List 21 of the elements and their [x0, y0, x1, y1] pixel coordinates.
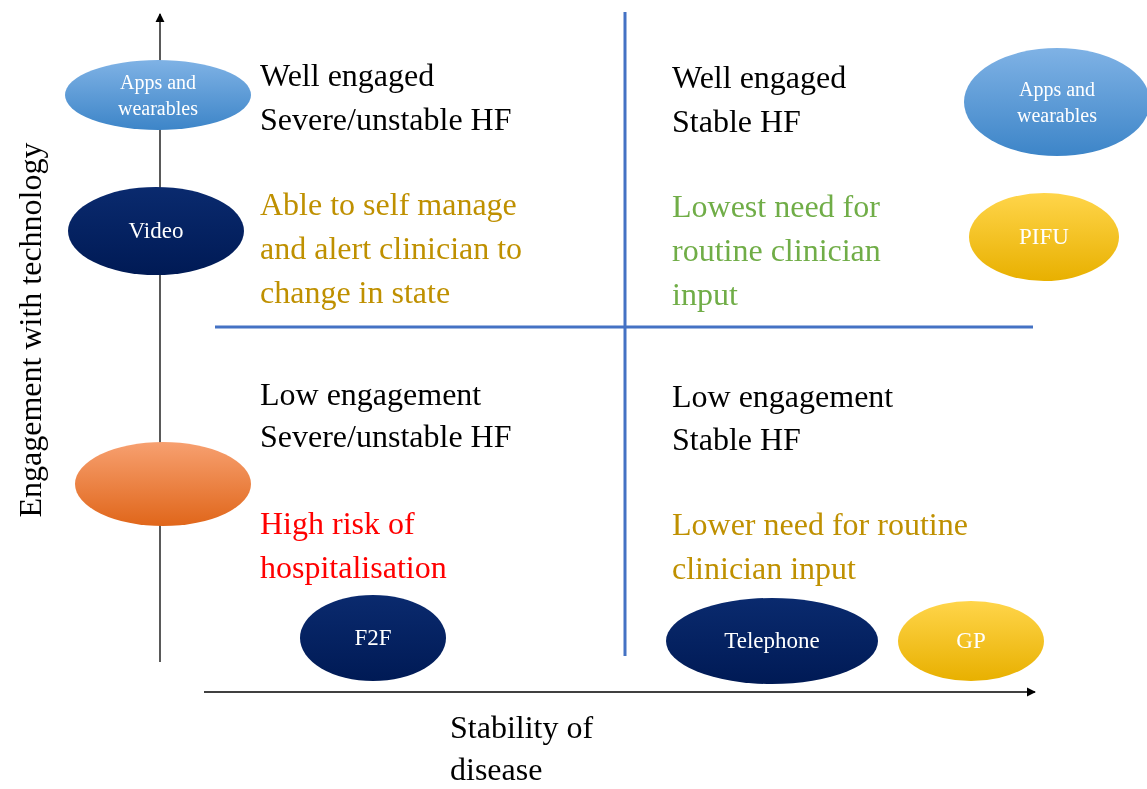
quadrant-heading: Well engaged	[672, 58, 848, 97]
quadrant-note: Lower need for routine clinician input	[672, 505, 969, 588]
quadrant-heading: Severe/unstable HF	[260, 100, 513, 139]
care-mode-ellipse: Video	[68, 187, 244, 275]
quadrant-heading: Low engagement	[260, 375, 483, 414]
quadrant-heading: Stable HF	[672, 420, 802, 459]
quadrant-heading: Stable HF	[672, 102, 802, 141]
care-mode-ellipse: GP	[898, 601, 1044, 681]
care-mode-ellipse: Apps and wearables	[964, 48, 1147, 156]
axis-title: Stability of disease	[450, 708, 595, 789]
care-mode-ellipse: PIFU	[969, 193, 1119, 281]
quadrant-note: Lowest need for routine clinician input	[672, 187, 882, 314]
quadrant-heading: Well engaged	[260, 56, 436, 95]
quadrant-note: High risk of hospitalisation	[260, 504, 448, 587]
axis-title: Engagement with technology	[11, 141, 49, 520]
quadrant-heading: Low engagement	[672, 377, 895, 416]
care-mode-ellipse: F2F	[300, 595, 446, 681]
care-mode-ellipse: Apps and wearables	[65, 60, 251, 130]
quadrant-heading: Severe/unstable HF	[260, 417, 513, 456]
care-mode-ellipse: Telephone	[666, 598, 878, 684]
quadrant-note: Able to self manage and alert clinician to change in state	[260, 185, 524, 312]
